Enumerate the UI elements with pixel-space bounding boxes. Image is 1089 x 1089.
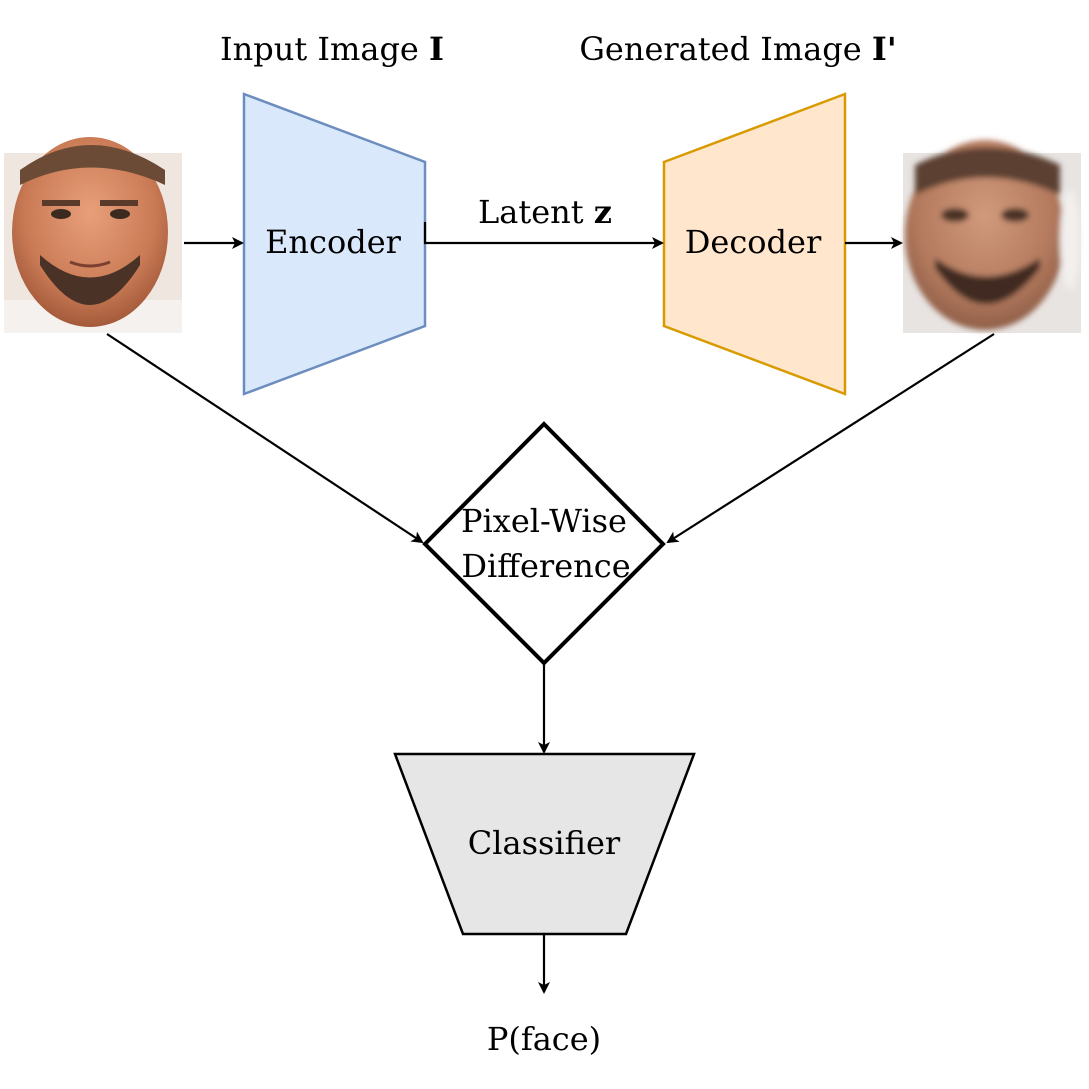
decoder-label: Decoder (685, 223, 822, 261)
encoder-block (242, 92, 427, 396)
pixel-wise-difference-block (422, 421, 666, 666)
encoder-label: Encoder (265, 223, 402, 261)
input-image-title: Input Image I (220, 30, 444, 68)
latent-label: Latent z (478, 193, 612, 231)
arrow-input-to-difference (106, 333, 424, 544)
classifier-block (393, 752, 696, 936)
input-face-photo (4, 137, 182, 333)
generated-image-title: Generated Image I' (579, 30, 896, 68)
decoder-block (662, 92, 847, 396)
classifier-label: Classifier (468, 824, 621, 862)
difference-label-line2: Difference (461, 547, 630, 585)
generated-face-photo (903, 140, 1081, 333)
difference-label-line1: Pixel-Wise (461, 502, 627, 540)
output-probability-label: P(face) (487, 1020, 601, 1058)
arrow-encoder-to-decoder (423, 222, 664, 249)
arrow-generated-to-difference (666, 333, 995, 544)
